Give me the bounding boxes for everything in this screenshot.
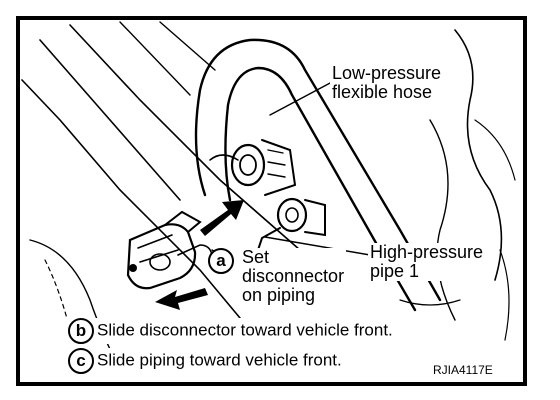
label-line: pipe 1: [370, 260, 420, 281]
high-pressure-fitting: [276, 197, 308, 233]
structure-line: [499, 249, 510, 341]
structure-line: [159, 21, 216, 71]
label-line: Low-pressure: [332, 63, 442, 83]
low-pressure-fitting-inner: [239, 154, 257, 176]
label-high-pressure-pipe: High-pressure pipe 1: [368, 242, 486, 281]
disconnector-pin: [129, 264, 137, 272]
label-line: flexible hose: [332, 81, 433, 102]
step-c-letter: c: [68, 348, 94, 374]
disconnector-top: [164, 210, 202, 233]
structure-line: [69, 24, 301, 251]
structure-line: [454, 29, 503, 281]
fitting-threads: [267, 149, 286, 178]
hose-outline-left: [194, 38, 442, 302]
hose-curve: [209, 154, 239, 161]
step-b-text: Slide disconnector toward vehicle front.: [97, 320, 393, 340]
hose-outline-right: [224, 66, 417, 312]
structure-line: [29, 239, 121, 371]
leader-line-high-pressure: [264, 236, 371, 256]
label-line: disconnector: [242, 265, 345, 286]
label-low-pressure-hose: Low-pressure flexible hose: [330, 63, 444, 102]
structure-line: [39, 39, 181, 201]
label-step-a: Set disconnector on piping: [240, 247, 347, 305]
high-pressure-fitting-inner: [285, 207, 299, 223]
high-pressure-bracket: [304, 199, 326, 237]
arrow-slide-disconnector: [155, 288, 208, 310]
low-pressure-fitting: [230, 143, 266, 187]
label-line: on piping: [242, 284, 316, 305]
disconnector-opening: [149, 253, 171, 271]
step-b-letter: b: [68, 318, 94, 344]
structure-line: [119, 21, 191, 96]
structure-line: [429, 119, 456, 321]
label-line: Set: [242, 247, 270, 267]
structure-line: [399, 299, 461, 306]
step-a-letter: a: [208, 248, 234, 274]
step-c-text: Slide piping toward vehicle front.: [97, 350, 342, 370]
disconnector-body: [126, 223, 197, 290]
disconnector-ribs: [137, 234, 179, 263]
label-line: High-pressure: [370, 242, 484, 262]
structure-line: [21, 79, 251, 331]
figure-code: RJIA4117E: [433, 363, 493, 377]
arrow-set-on-piping: [200, 200, 244, 236]
leader-line-low-pressure: [269, 81, 333, 116]
structure-line: [474, 119, 516, 181]
figure-border: [16, 16, 527, 386]
fitting-bracket: [261, 139, 297, 196]
step-a-marker: a: [208, 248, 237, 274]
